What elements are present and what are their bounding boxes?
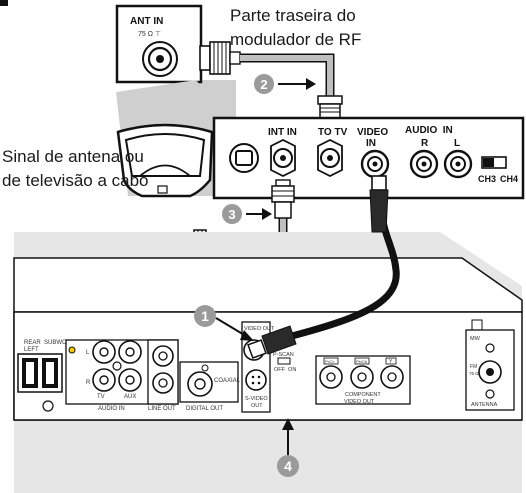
pscan-label: P-SCAN (273, 352, 294, 358)
rf-caption-line-2: modulador de RF (230, 30, 362, 49)
antenna-caption-line-2: de televisão a cabo (2, 171, 149, 190)
pr-label: Pr/Cr (325, 359, 335, 364)
video-in-label-2: IN (366, 138, 376, 149)
to-tv-label: TO TV (318, 127, 348, 138)
step-4-number: 4 (284, 458, 292, 474)
crop-mark (0, 0, 8, 6)
dvd-player: REAR SUBWOOFER LEFT L R (13, 232, 523, 493)
antenna-label: ANTENNA (471, 402, 498, 408)
int-in-label: INT IN (268, 127, 297, 138)
aux-in-label: AUX (124, 394, 136, 400)
channel-switch: CH3 CH4 (478, 156, 518, 184)
audio-l-jack (443, 149, 473, 179)
left-label: LEFT (24, 347, 39, 353)
audio-l-label: L (454, 138, 460, 149)
step-1-marker: 1 (194, 305, 254, 341)
player-audio-r: R (86, 380, 91, 386)
component-video-out-group: Pr/Cr Pb/Cb Y COMPONENT VIDEO OUT (315, 355, 411, 405)
line-out-label: LINE OUT (148, 406, 176, 412)
step-4-marker: 4 (277, 418, 299, 477)
pscan-switch: P-SCAN OFF ON (273, 352, 296, 373)
impedance-label: 75 Ω ⊤ (138, 31, 161, 38)
ch3-label: CH3 (478, 174, 496, 184)
fm-label: FM (470, 364, 477, 370)
video-out-label: VIDEO OUT (244, 326, 275, 332)
digital-out-group: COAXIAL DIGITAL OUT (179, 361, 241, 412)
antenna-signal-caption: Sinal de antena ou de televisão a cabo (2, 145, 149, 193)
ch4-label: CH4 (500, 174, 518, 184)
tv-set (116, 80, 236, 198)
fm-ohm-label: 75 Ω (469, 371, 479, 376)
audio-r-label: R (421, 138, 429, 149)
step-3-number: 3 (228, 207, 235, 222)
component-label-1: COMPONENT (345, 392, 381, 398)
rear-subwoofer-label: REAR SUBWOOFER (24, 340, 84, 346)
ant-in-label: ANT IN (130, 16, 163, 27)
line-out-group: LINE OUT (147, 339, 179, 412)
antenna-group: MW FM 75 Ω ANTENNA (465, 319, 515, 411)
pscan-off-on: OFF ON (274, 367, 296, 373)
step-3-marker: 3 (222, 204, 272, 224)
rf-modulator-small: ANT IN 75 Ω ⊤ (115, 4, 241, 128)
svideo-out-label-2: OUT (251, 403, 263, 409)
antenna-caption-line-1: Sinal de antena ou (2, 147, 144, 166)
y-label: Y (389, 359, 393, 365)
video-in-label-1: VIDEO (357, 127, 388, 138)
digital-out-label: DIGITAL OUT (186, 406, 223, 412)
mw-label: MW (470, 336, 481, 342)
audio-r-jack (409, 149, 439, 179)
step-2-number: 2 (260, 77, 267, 92)
speaker-terminals: REAR SUBWOOFER LEFT (17, 340, 84, 412)
rf-modulator-panel: INT IN TO TV VIDEO IN AUDIO IN R L (212, 116, 525, 200)
int-in-jack (270, 138, 296, 178)
rf-modulator-caption: Parte traseira do modulador de RF (230, 4, 361, 52)
svideo-out-jack (245, 369, 267, 391)
svideo-out-label-1: S-VIDEO (245, 396, 268, 402)
audio-in-label: AUDIO IN (405, 125, 453, 136)
tv-in-label: TV (97, 394, 105, 400)
rf-caption-line-1: Parte traseira do (230, 6, 356, 25)
step-2-marker: 2 (254, 74, 316, 94)
rf-cable-2 (240, 53, 343, 125)
video-cable (247, 175, 400, 359)
component-label-2: VIDEO OUT (344, 399, 375, 405)
to-tv-jack (317, 138, 343, 178)
audio-in-group-label: AUDIO IN (98, 406, 125, 412)
step-1-number: 1 (201, 308, 209, 324)
coaxial-label: COAXIAL (214, 378, 241, 384)
player-audio-l: L (86, 350, 90, 356)
pb-label: Pb/Cb (356, 359, 368, 364)
video-in-jack (360, 149, 390, 179)
